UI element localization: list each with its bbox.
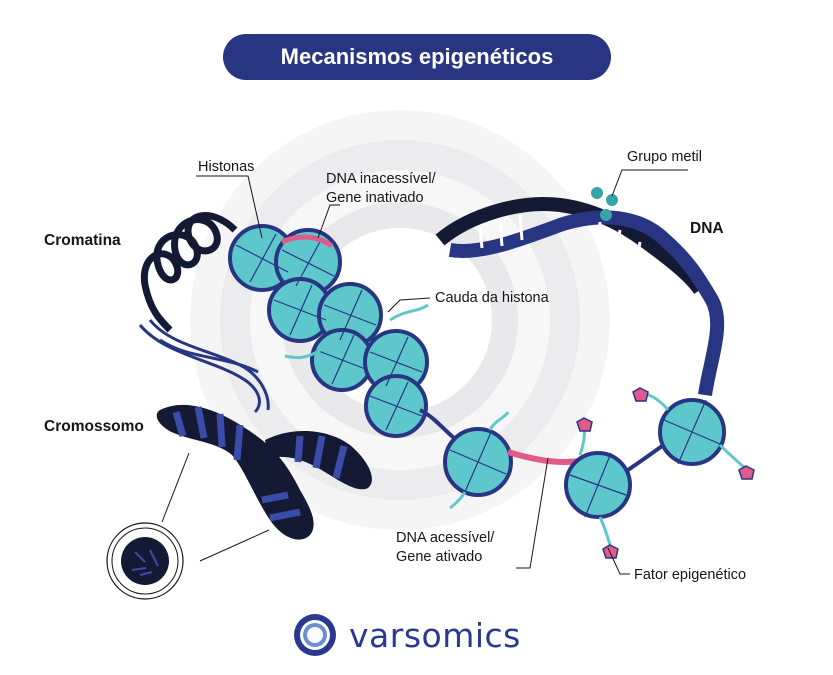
logo-text: varsomics xyxy=(349,615,521,655)
label-cromatina: Cromatina xyxy=(44,232,121,249)
label-dna-inacessivel-line1: DNA inacessível/ xyxy=(326,171,437,187)
label-histonas: Histonas xyxy=(198,159,254,175)
open-chromatin xyxy=(419,387,755,559)
label-fator-epigenetico: Fator epigenético xyxy=(634,567,746,583)
label-cromossomo: Cromossomo xyxy=(44,418,144,435)
histone-cluster xyxy=(228,224,429,438)
label-dna-inacessivel-line2: Gene inativado xyxy=(326,190,424,206)
dna-helix xyxy=(435,187,725,397)
callout-lines xyxy=(196,169,688,575)
chromatin-coil xyxy=(138,212,270,414)
label-dna-acessivel-line1: DNA acessível/ xyxy=(396,530,495,546)
label-grupo-metil: Grupo metil xyxy=(627,149,702,165)
title-banner: Mecanismos epigenéticos xyxy=(223,34,611,80)
logo: varsomics xyxy=(293,610,521,660)
chromosome xyxy=(156,404,372,540)
label-dna-acessivel-line2: Gene ativado xyxy=(396,549,482,565)
label-cauda-histona: Cauda da histona xyxy=(435,290,550,306)
diagram-title: Mecanismos epigenéticos xyxy=(280,44,554,69)
cell-inset xyxy=(106,452,270,600)
label-dna: DNA xyxy=(690,220,724,237)
logo-icon xyxy=(294,614,336,656)
